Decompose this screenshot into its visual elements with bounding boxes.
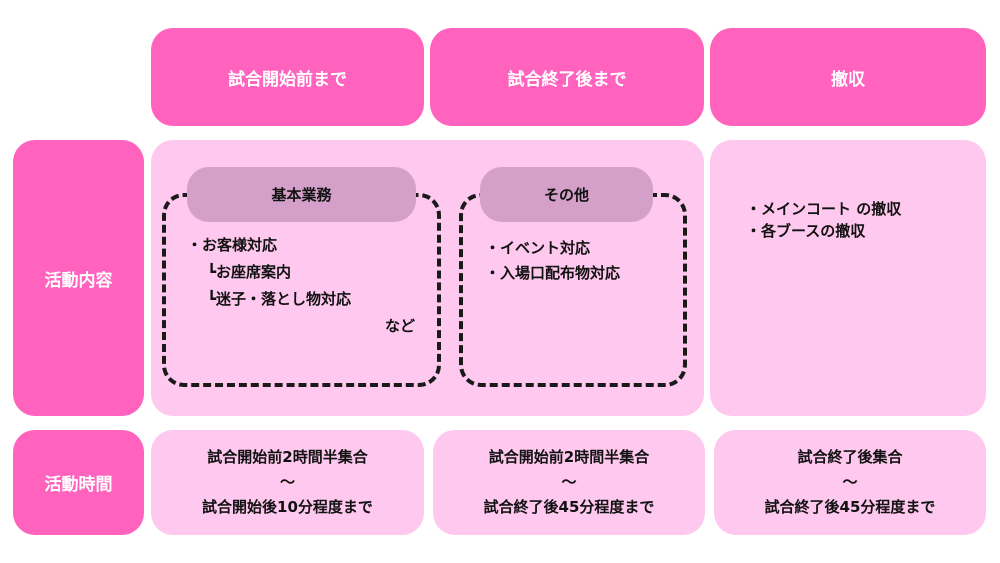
other-line-entrance: ・入場口配布物対応 [485,264,621,282]
basic-line-seating: ┗お座席案内 [207,263,292,281]
time-cell-before-match: 試合開始前2時間半集合 〜 試合開始後10分程度まで [151,430,424,535]
basic-line-etc: など [385,317,416,335]
basic-line-customer: ・お客様対応 [187,236,278,254]
time-before-tilde: 〜 [279,473,295,491]
other-duties-title: その他 [480,167,653,222]
time-before-start: 試合開始前2時間半集合 [207,448,368,466]
header-before-match: 試合開始前まで [151,28,424,126]
time-after-end: 試合終了後45分程度まで [483,498,655,516]
row-header-activity: 活動内容 [13,140,144,416]
basic-duties-title: 基本業務 [187,167,416,222]
time-before-end: 試合開始後10分程度まで [202,498,373,516]
header-after-match: 試合終了後まで [430,28,704,126]
header-after-match-label: 試合終了後まで [507,69,627,90]
row-header-activity-label: 活動内容 [44,270,113,291]
row-header-time-label: 活動時間 [44,475,113,495]
other-line-event: ・イベント対応 [485,239,591,257]
row-header-time: 活動時間 [13,430,144,535]
time-teardown-start: 試合終了後集合 [797,448,903,466]
time-after-start: 試合開始前2時間半集合 [488,448,650,466]
time-cell-after-match: 試合開始前2時間半集合 〜 試合終了後45分程度まで [433,430,705,535]
teardown-line-main-court: ・メインコート の撤収 [746,200,902,218]
time-cell-teardown: 試合終了後集合 〜 試合終了後45分程度まで [714,430,986,535]
basic-duties-title-label: 基本業務 [271,186,332,204]
header-teardown-label: 撤収 [831,69,865,90]
header-before-match-label: 試合開始前まで [228,69,347,90]
header-teardown: 撤収 [710,28,986,126]
time-teardown-tilde: 〜 [842,473,858,491]
other-duties-box [459,193,687,387]
time-after-tilde: 〜 [561,473,577,491]
other-duties-title-label: その他 [543,186,589,204]
basic-line-lost: ┗迷子・落とし物対応 [207,290,352,308]
time-teardown-end: 試合終了後45分程度まで [764,498,936,516]
teardown-line-booths: ・各ブースの撤収 [746,222,866,240]
activity-cell-teardown [710,140,986,416]
